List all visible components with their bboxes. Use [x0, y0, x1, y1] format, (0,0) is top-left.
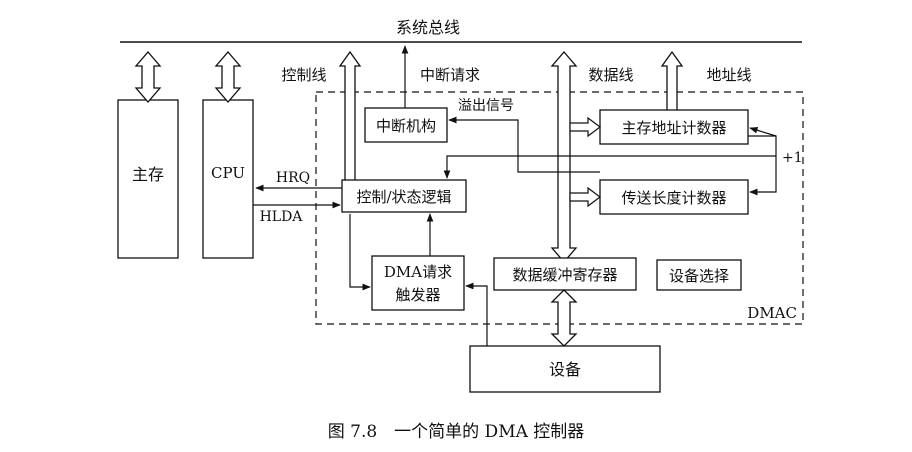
cpu-block — [202, 99, 254, 259]
plus-one-label: +1 — [782, 150, 803, 166]
device-select-block — [656, 259, 742, 291]
system-bus-label: 系统总线 — [396, 18, 460, 37]
hrq-label: HRQ — [276, 170, 310, 186]
cpu-bus-double-arrow — [214, 51, 242, 103]
control-status-logic-block — [341, 179, 467, 213]
overflow-signal-label: 溢出信号 — [458, 98, 514, 114]
data-bus-double-arrow — [550, 51, 578, 263]
interrupt-request-label: 中断请求 — [420, 66, 480, 84]
control-line-arrow — [338, 50, 362, 186]
dmac-label: DMAC — [747, 304, 797, 322]
dma-trigger-label-line2: 触发器 — [395, 286, 440, 304]
address-counter-block — [599, 109, 749, 145]
device-select-label: 设备选择 — [669, 267, 729, 285]
overflow-signal-line — [448, 116, 600, 173]
device-request-line — [465, 282, 488, 346]
interrupt-unit-block — [364, 107, 448, 143]
memory-bus-double-arrow — [134, 51, 162, 103]
control-status-logic-label: 控制/状态逻辑 — [356, 188, 451, 206]
data-buffer-block — [493, 257, 637, 291]
address-line-arrow — [660, 50, 684, 110]
hlda-label: HLDA — [260, 209, 304, 225]
bus-to-length-counter-arrow — [569, 186, 601, 208]
address-counter-label: 主存地址计数器 — [621, 119, 726, 137]
dma-request-trigger-block — [371, 255, 465, 311]
main-memory-label: 主存 — [132, 165, 164, 184]
length-counter-label: 传送长度计数器 — [621, 189, 726, 207]
buffer-device-double-arrow — [550, 289, 578, 347]
data-line-label: 数据线 — [588, 66, 633, 84]
data-buffer-label: 数据缓冲寄存器 — [512, 266, 617, 284]
plus-one-to-control-line — [443, 155, 776, 179]
address-counter-increment-line — [749, 127, 777, 137]
device-block — [469, 345, 661, 393]
control-to-trigger-line — [349, 214, 371, 291]
dma-trigger-label-line1: DMA请求 — [384, 263, 452, 281]
address-line-label: 地址线 — [706, 66, 751, 84]
figure-caption: 图 7.8 一个简单的 DMA 控制器 — [328, 422, 585, 442]
control-line-label: 控制线 — [281, 66, 326, 84]
device-label: 设备 — [549, 360, 581, 379]
cpu-label: CPU — [211, 164, 245, 182]
bus-to-address-counter-arrow — [569, 116, 601, 138]
length-counter-increment-line — [748, 135, 777, 196]
main-memory-block — [117, 99, 179, 259]
interrupt-unit-label: 中断机构 — [376, 117, 436, 135]
